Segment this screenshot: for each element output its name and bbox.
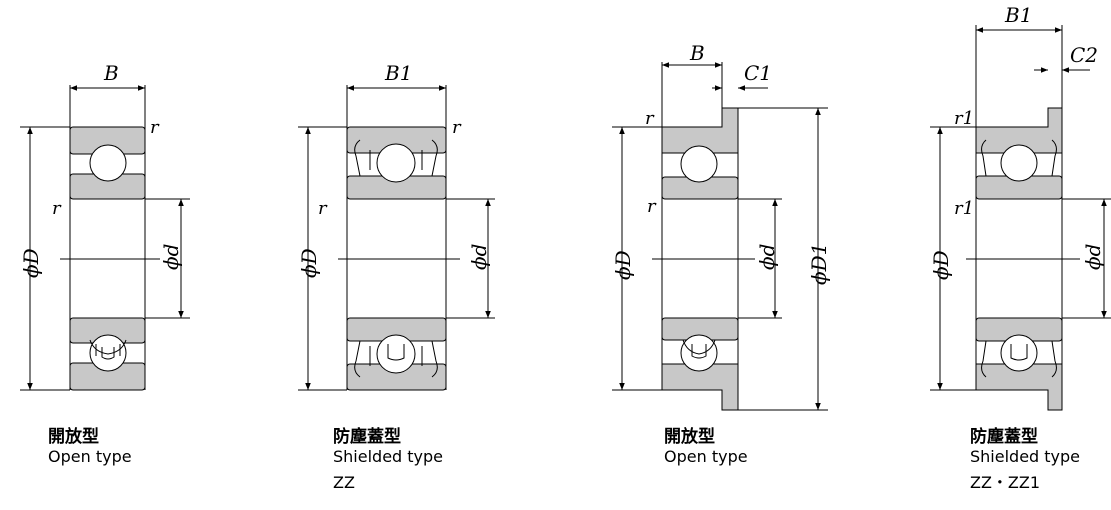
caption-open-type-2: 開放型 Open type [664, 427, 748, 466]
label-outer-dia: ϕD [929, 250, 953, 280]
label-corner-inner: r [647, 196, 657, 217]
caption-open-type-1: 開放型 Open type [48, 427, 132, 466]
ball-bottom [89, 334, 127, 372]
diagram-flanged-shielded-type: B1 C2 ϕD ϕd r1 r1 [929, 3, 1111, 411]
label-bore: ϕd [159, 244, 183, 270]
label-outer-dia: ϕD [19, 248, 43, 278]
label-corner-outer: r [645, 108, 655, 129]
label-corner-outer: r [150, 117, 160, 138]
diagram-open-type: B ϕD ϕd r r [19, 61, 190, 391]
label-outer-dia: ϕD [297, 248, 321, 278]
label-bore: ϕd [1081, 244, 1105, 270]
label-corner-inner: r [52, 198, 62, 219]
label-bore: ϕd [755, 244, 779, 270]
label-corner-inner: r1 [954, 198, 974, 219]
caption-en: Open type [48, 446, 132, 466]
diagram-shielded-type: B1 ϕD ϕd r r [297, 61, 495, 391]
caption-shielded-type-2: 防塵蓋型 Shielded type ZZ・ZZ1 [970, 427, 1081, 492]
caption-zh: 防塵蓋型 [970, 427, 1038, 447]
label-flange-dia: ϕD1 [807, 243, 831, 285]
bearing-section [975, 107, 1063, 411]
caption-en: Shielded type [970, 446, 1081, 466]
label-corner-outer: r [452, 117, 462, 138]
ball-top [89, 144, 127, 182]
caption-zh: 開放型 [664, 427, 715, 447]
label-corner-outer: r1 [954, 108, 974, 129]
diagram-flanged-open-type: B C1 ϕD ϕd ϕD1 r r [611, 41, 831, 411]
caption-en: Open type [664, 446, 748, 466]
label-bore: ϕd [467, 244, 491, 270]
caption-code: ZZ・ZZ1 [970, 472, 1041, 492]
label-flange-width: C2 [1070, 43, 1098, 67]
caption-shielded-type-1: 防塵蓋型 Shielded type ZZ [333, 427, 444, 492]
label-width: B [103, 61, 119, 85]
label-corner-inner: r [318, 198, 328, 219]
caption-code: ZZ [333, 472, 355, 492]
label-flange-width: C1 [744, 61, 772, 85]
label-width: B1 [1004, 3, 1032, 27]
label-width: B1 [384, 61, 412, 85]
caption-zh: 防塵蓋型 [333, 427, 401, 447]
label-outer-dia: ϕD [611, 250, 635, 280]
caption-zh: 開放型 [48, 427, 99, 447]
caption-en: Shielded type [333, 446, 444, 466]
label-width: B [689, 41, 705, 65]
